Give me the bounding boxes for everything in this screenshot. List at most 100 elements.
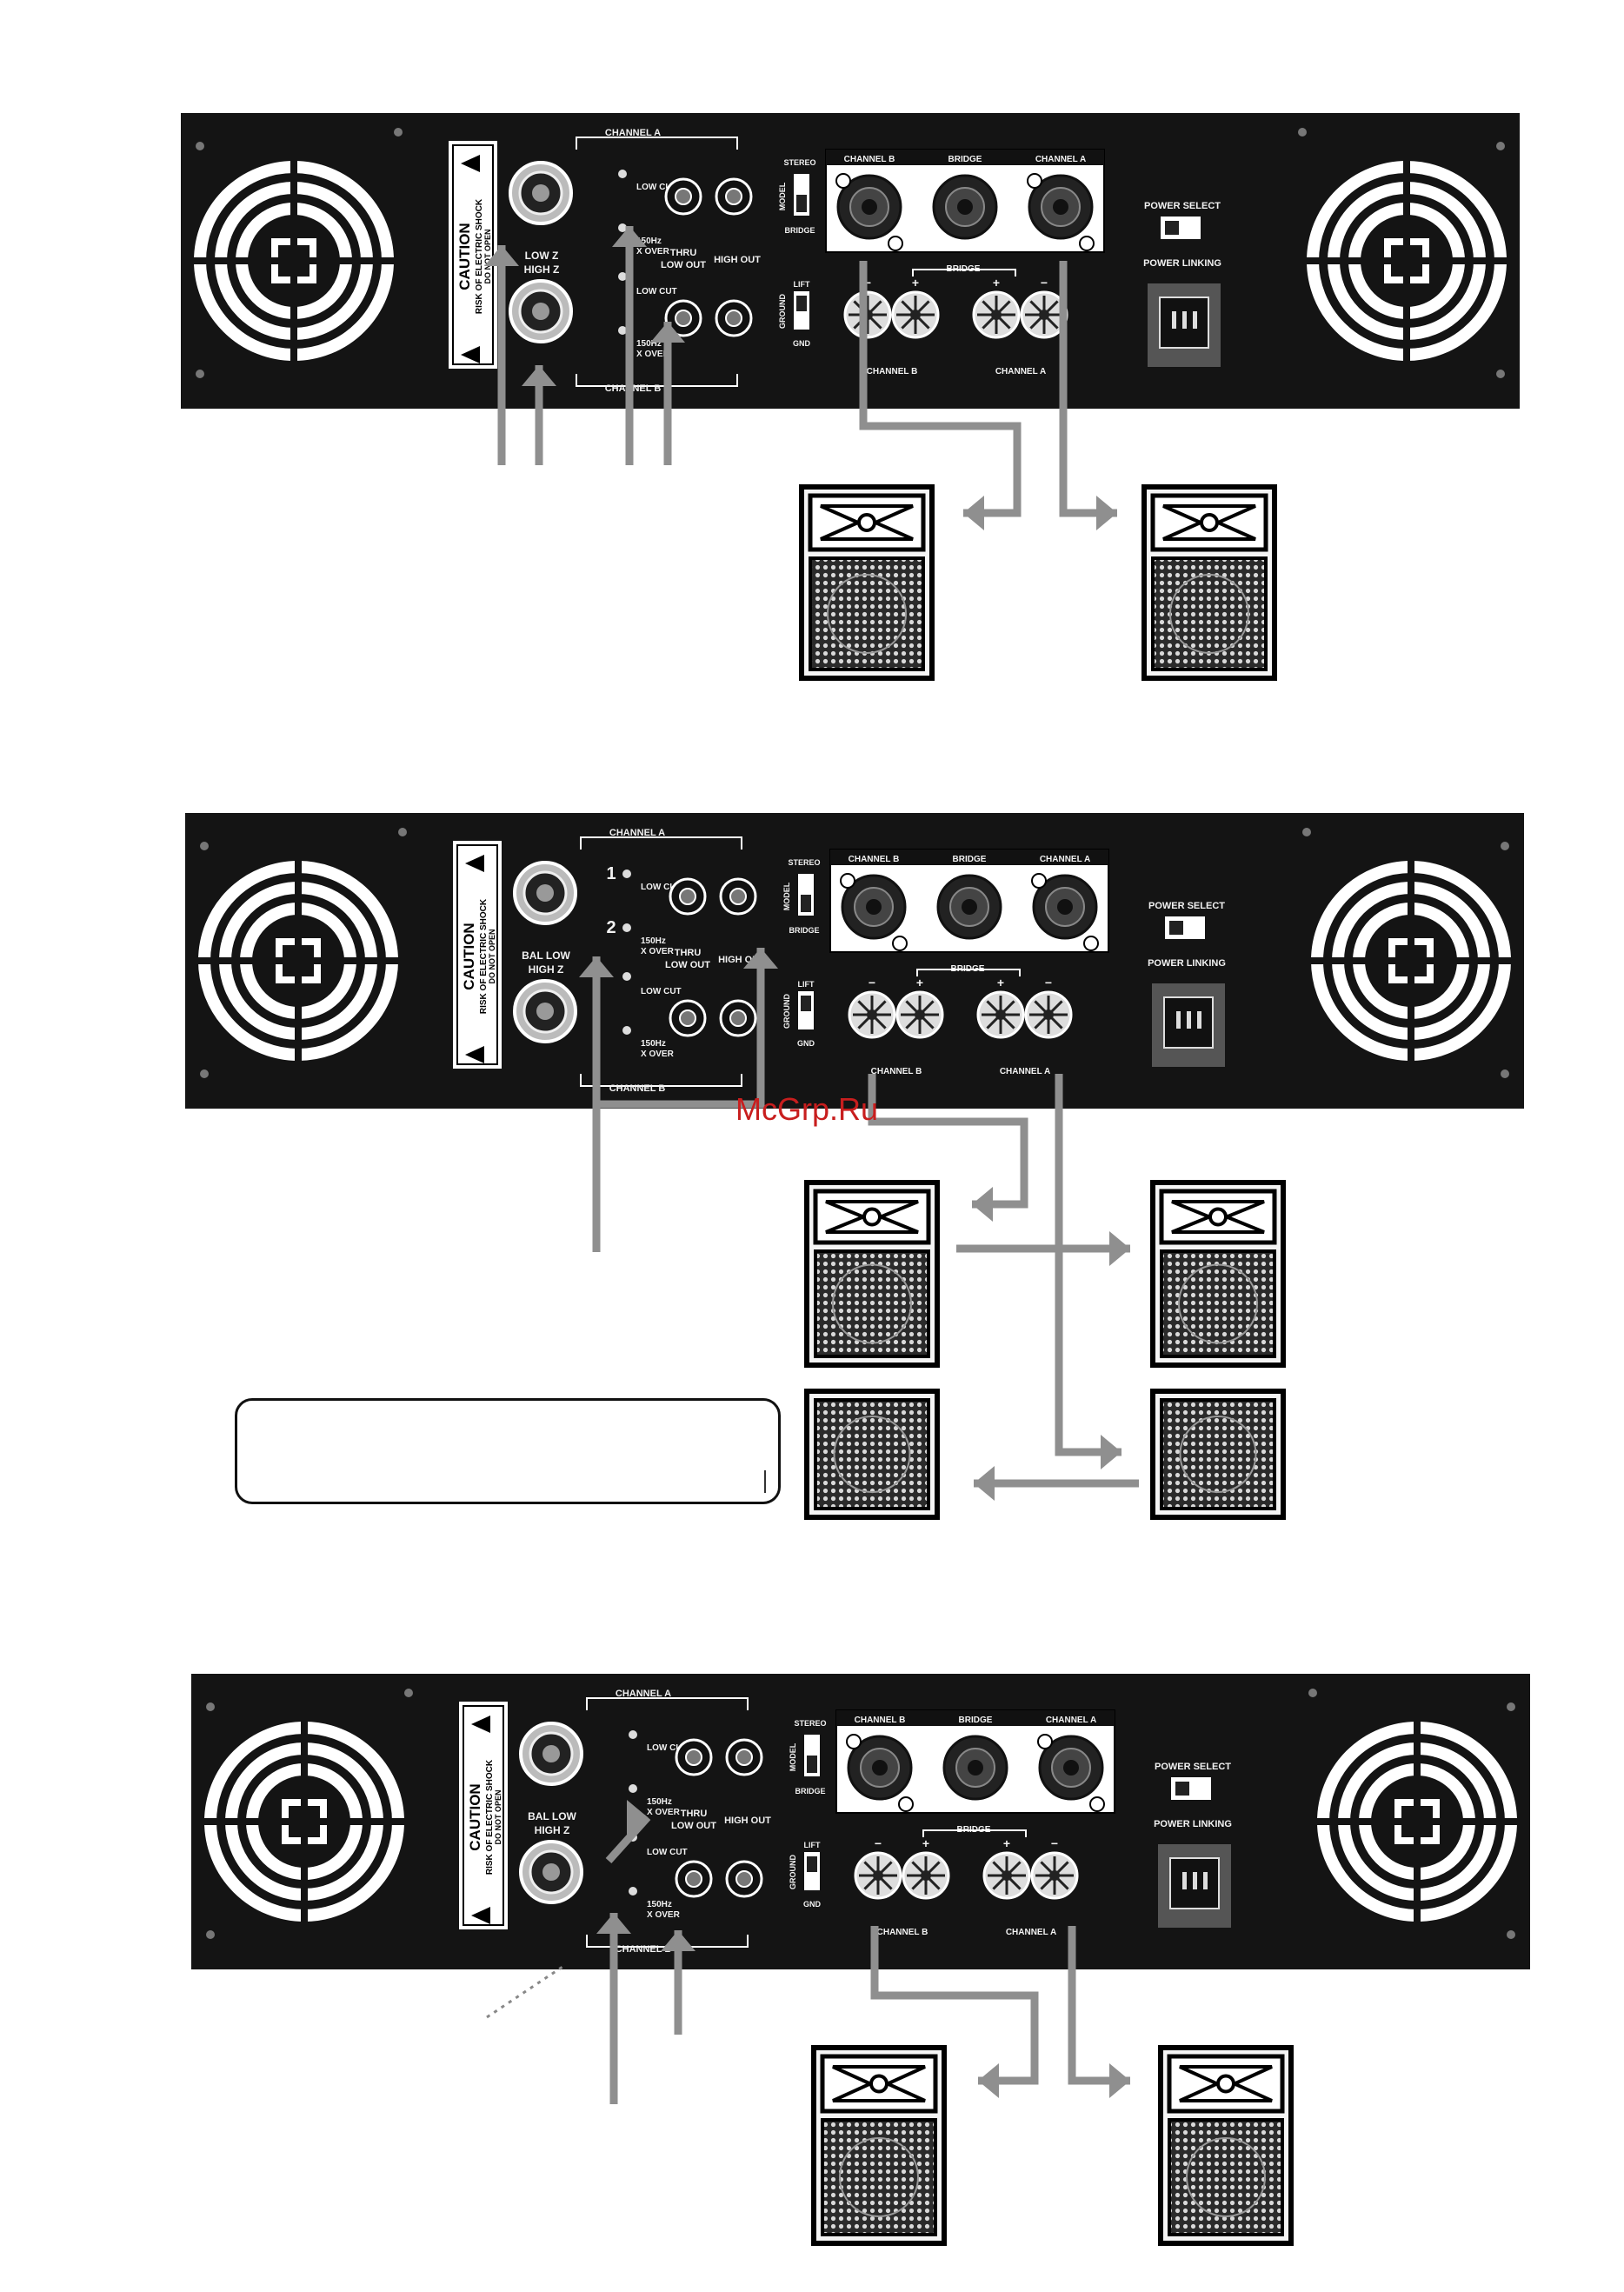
label-model: MODEL [782,882,791,910]
plus-sign-2: + [997,976,1004,989]
label-power-select: POWER SELECT [1144,201,1221,211]
cable-input-a2 [579,956,614,1104]
polarity-marker [888,236,903,251]
polarity-marker [892,936,908,951]
label-low-cut-a: LOW CUT [636,183,677,192]
screw [1496,370,1505,378]
label-bridge-switch: BRIDGE [784,226,815,235]
jack-thru-b [675,1860,713,1898]
cable-speaker-a2 [1055,1074,1121,1469]
label-150hz-b: 150Hz [647,1900,672,1909]
binding-post [895,990,944,1039]
status-led [622,923,631,932]
cable-input-link [592,948,778,1252]
status-led [622,869,631,878]
cable-speaker-a3 [1068,1926,1130,2098]
lightning-triangle-icon [465,1046,484,1063]
warning-triangle-icon [471,1716,490,1733]
label-high-out: HIGH OUT [724,1816,771,1826]
model-switch-knob [801,895,811,912]
speakon-header-bar [826,150,1104,165]
label-binding-channel-b: CHANNEL B [877,1928,928,1937]
input-type-label: BAL LOW [528,1810,576,1822]
power-pin [1197,1011,1201,1029]
jack-high-out-a [725,1738,763,1776]
label-x-over-a: X OVER [636,247,670,257]
number-1-label: 1 [606,864,616,883]
screw [196,142,204,150]
label-low-cut-b: LOW CUT [636,287,677,296]
plus-sign: + [912,276,919,290]
binding-post [843,290,892,339]
speakon-channel-b [841,874,907,940]
input-type-label-2: HIGH Z [529,963,564,976]
status-led [618,272,627,281]
combo-input-channel-b [509,279,573,343]
warning-line-1: RISK OF ELECTRIC SHOCK [485,1759,495,1875]
screw [196,370,204,378]
speakon-bridge [942,1735,1008,1801]
cable-speaker-b3 [870,1926,1039,2098]
warning-line-2: DO NOT OPEN [494,1789,503,1844]
speaker-cabinet-5 [804,1389,940,1520]
speakon-bridge [936,874,1002,940]
power-pin [1176,1011,1181,1029]
label-x-over-b: X OVER [647,1910,681,1920]
label-thru: THRU [670,248,697,258]
fan-grille-left [185,152,403,370]
cable-chain-2 [974,1466,1139,1501]
status-led [618,223,627,232]
jack-high-out-b [719,999,757,1037]
label-low-cut-a: LOW CUT [647,1743,688,1753]
label-power-linking: POWER LINKING [1143,258,1221,269]
screw [1496,142,1505,150]
power-pin [1203,1872,1208,1889]
label-power-linking: POWER LINKING [1154,1819,1232,1829]
number-2-label: 2 [606,918,616,937]
screw [398,828,407,836]
plus-sign: + [916,976,923,989]
model-switch-knob [796,195,807,212]
plus-sign: + [922,1836,929,1850]
label-speakon-bridge: BRIDGE [953,855,987,864]
speaker-cabinet-2 [1141,484,1277,681]
caution-text: CAUTION [456,223,473,290]
speakon-header-bar [830,850,1108,865]
warning-line-2: DO NOT OPEN [483,229,492,283]
label-thru: THRU [675,948,702,958]
minus-sign: − [864,276,871,290]
polarity-marker [840,873,855,889]
label-model: MODEL [789,1742,797,1771]
label-bridge-switch: BRIDGE [795,1787,825,1796]
label-model: MODEL [778,182,787,210]
label-stereo: STEREO [788,858,820,867]
ground-switch-knob [796,296,807,311]
polarity-marker [1031,873,1047,889]
screw [1302,828,1311,836]
screw [1308,1689,1317,1697]
bracket-channel-a [576,137,738,150]
power-pin [1193,1872,1197,1889]
cable-input-a [484,245,519,465]
screw [1298,128,1307,137]
speaker-cabinet-3 [804,1180,940,1368]
power-pin [1193,311,1197,329]
ground-switch-knob [807,1856,817,1872]
bracket-channel-b [576,374,738,387]
cable-thru-link [605,1800,651,1864]
bracket-channel-a [580,836,742,850]
label-x-over-a: X OVER [647,1808,681,1817]
label-channel-a: CHANNEL A [605,128,661,138]
jack-high-out-a [715,177,753,216]
label-speakon-channel-b: CHANNEL B [844,155,895,164]
combo-input-channel-a [519,1722,583,1786]
lightning-triangle-icon [471,1907,490,1924]
cable-thru-b3 [661,1930,696,2035]
minus-sign: − [869,976,875,989]
label-ground: GROUND [778,294,787,329]
jack-thru-a [669,877,707,916]
status-led [622,972,631,981]
